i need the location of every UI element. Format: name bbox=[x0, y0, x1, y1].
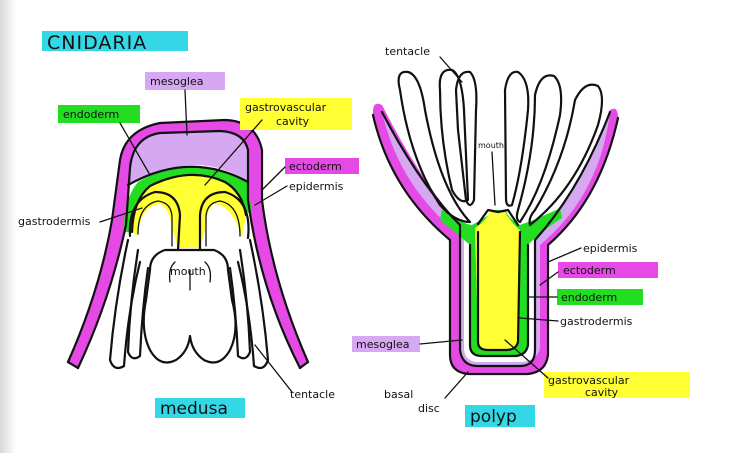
title-highlight bbox=[42, 31, 188, 51]
medusa-ectoderm-pointer bbox=[261, 166, 286, 191]
medusa-tentacle-pointer bbox=[254, 344, 293, 393]
medusa-gastrovascular-label-2: cavity bbox=[276, 115, 310, 128]
medusa-name: medusa bbox=[160, 399, 228, 419]
polyp-name-highlight bbox=[465, 405, 535, 427]
polyp-tentacle-5 bbox=[515, 74, 563, 224]
polyp-tentacle-1 bbox=[397, 70, 472, 224]
polyp-endoderm-highlight bbox=[557, 289, 643, 305]
medusa-gastrodermis-pointer bbox=[99, 207, 143, 223]
medusa-name-highlight bbox=[155, 398, 245, 418]
page-edge-shadow bbox=[0, 0, 16, 453]
medusa-gastrovascular-label-1: gastrovascular bbox=[245, 101, 327, 114]
medusa-mesoglea-outline bbox=[126, 165, 250, 187]
medusa-outer-outline bbox=[66, 118, 310, 364]
polyp-basal-pointer bbox=[444, 371, 469, 399]
polyp-outer-outline bbox=[371, 113, 620, 376]
polyp-tentacle-6 bbox=[528, 83, 604, 227]
medusa-mesoglea-label: mesoglea bbox=[150, 75, 204, 88]
medusa-mesoglea-pointer bbox=[184, 89, 188, 136]
medusa-rim-outline bbox=[66, 360, 310, 370]
title-group: CNIDARIA bbox=[42, 31, 188, 54]
polyp-gastrodermis-label: gastrodermis bbox=[560, 315, 633, 328]
polyp-name: polyp bbox=[470, 407, 517, 427]
polyp-ectoderm-highlight bbox=[558, 262, 658, 278]
polyp-gastrovascular-cavity bbox=[475, 212, 520, 350]
medusa-mouth-lines bbox=[168, 261, 212, 291]
polyp-gastrodermis-pointer bbox=[519, 317, 559, 322]
polyp-endoderm-outline bbox=[468, 243, 530, 358]
medusa-epidermis-pointer bbox=[254, 185, 288, 206]
medusa-gastrodermis-label: gastrodermis bbox=[18, 215, 91, 228]
polyp-mesoglea-highlight bbox=[352, 336, 420, 352]
polyp-figure: tentacle mouth epidermis ectoderm endode… bbox=[352, 45, 690, 427]
medusa-endoderm-pointer bbox=[119, 122, 151, 176]
polyp-epidermis-label: epidermis bbox=[583, 242, 638, 255]
medusa-left-fold-inner bbox=[137, 200, 173, 247]
medusa-left-fold-outer bbox=[128, 190, 182, 252]
polyp-tentacle-4 bbox=[503, 70, 530, 207]
polyp-basal-label-1: basal bbox=[384, 388, 413, 401]
medusa-tentacle-left-2 bbox=[126, 248, 150, 360]
medusa-ectoderm-highlight bbox=[285, 158, 359, 174]
medusa-epidermis-label: epidermis bbox=[289, 180, 344, 193]
polyp-epidermis-pointer bbox=[547, 247, 582, 263]
polyp-mouth-label: mouth bbox=[478, 141, 504, 150]
polyp-gastrovascular-label-2: cavity bbox=[585, 386, 619, 399]
medusa-tentacle-right-2 bbox=[228, 248, 252, 360]
title-text: CNIDARIA bbox=[47, 32, 147, 54]
medusa-tentacle-label: tentacle bbox=[290, 388, 335, 401]
polyp-tentacle-label: tentacle bbox=[385, 45, 430, 58]
medusa-oral-arms bbox=[142, 248, 237, 364]
medusa-ectoderm-label: ectoderm bbox=[289, 160, 342, 173]
medusa-mouth-label: mouth bbox=[170, 265, 206, 278]
polyp-tentacle-3 bbox=[454, 70, 478, 207]
medusa-right-fold-inner bbox=[205, 200, 241, 247]
polyp-mouth-outline bbox=[476, 208, 520, 227]
polyp-mesoglea-label: mesoglea bbox=[356, 338, 410, 351]
polyp-mouth-pointer bbox=[491, 151, 496, 206]
polyp-ectoderm-pointer bbox=[539, 271, 559, 286]
polyp-gastrovascular-label-1: gastrovascular bbox=[548, 374, 630, 387]
polyp-mesoglea-pointer bbox=[419, 339, 463, 345]
polyp-tentacle-2 bbox=[438, 68, 470, 203]
polyp-endoderm-label: endoderm bbox=[561, 291, 617, 304]
medusa-right-fold-outer bbox=[198, 190, 250, 252]
polyp-basal-label-2: disc bbox=[418, 402, 440, 415]
medusa-gastrovascular-pointer bbox=[204, 119, 263, 186]
polyp-ectoderm-label: ectoderm bbox=[563, 264, 616, 277]
medusa-endoderm-label: endoderm bbox=[63, 108, 119, 121]
polyp-gastrovascular-highlight bbox=[544, 372, 690, 398]
medusa-inner-outline bbox=[76, 129, 302, 370]
polyp-cavity-outline bbox=[476, 230, 522, 352]
medusa-endoderm-highlight bbox=[58, 105, 140, 123]
medusa-figure: mesoglea endoderm gastrovascular cavity … bbox=[18, 72, 359, 419]
medusa-mesoglea-highlight bbox=[145, 72, 225, 90]
polyp-gastrovascular-pointer bbox=[504, 339, 549, 379]
polyp-tentacle-pointer bbox=[439, 56, 463, 83]
